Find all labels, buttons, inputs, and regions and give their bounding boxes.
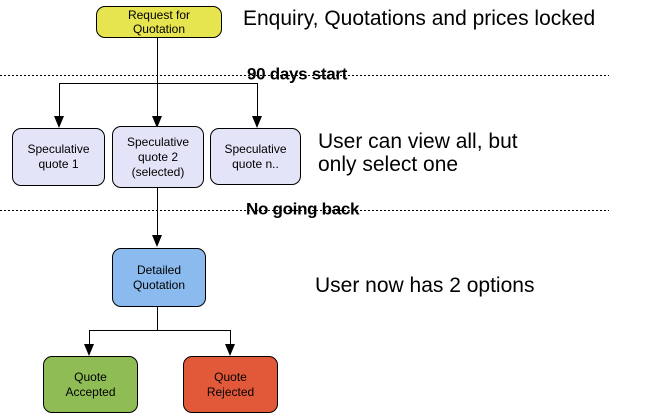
node-label: Quote Rejected	[206, 369, 255, 399]
connector-drop-accepted	[89, 330, 90, 344]
node-label: Speculative quote n..	[224, 141, 287, 171]
node-detailed-quotation: Detailed Quotation	[112, 248, 206, 307]
divider-label-90-days: 90 days start	[247, 64, 348, 84]
divider-line-no-going-back	[0, 210, 609, 211]
branch-line-outcome	[89, 330, 231, 331]
arrowhead-detailed-icon	[152, 235, 162, 247]
node-quote-accepted: Quote Accepted	[43, 356, 138, 413]
arrowhead-spec2-icon	[152, 116, 162, 128]
branch-line-speculative	[59, 83, 258, 84]
annotation-two-options: User now has 2 options	[315, 274, 535, 297]
node-label: Detailed Quotation	[132, 262, 186, 292]
arrowhead-accepted-icon	[84, 344, 94, 356]
connector-drop-specn	[257, 83, 258, 116]
node-label: Speculative quote 1	[27, 142, 90, 171]
divider-line-90-days	[0, 75, 609, 76]
node-label: Request for Quotation	[127, 8, 191, 36]
connector-spec2-to-detailed	[157, 186, 158, 235]
connector-drop-rejected	[230, 330, 231, 344]
node-label: Quote Accepted	[65, 369, 116, 399]
node-speculative-quote-2-selected: Speculative quote 2 (selected)	[112, 126, 204, 188]
connector-request-to-branch	[157, 38, 158, 83]
arrowhead-rejected-icon	[225, 344, 235, 356]
node-request-for-quotation: Request for Quotation	[96, 6, 222, 38]
divider-label-no-going-back: No going back	[246, 199, 360, 219]
node-speculative-quote-1: Speculative quote 1	[12, 128, 105, 186]
node-label: Speculative quote 2 (selected)	[126, 134, 190, 179]
connector-drop-spec2	[157, 83, 158, 116]
arrowhead-specn-icon	[252, 116, 262, 128]
node-speculative-quote-n: Speculative quote n..	[210, 128, 301, 185]
annotation-prices-locked: Enquiry, Quotations and prices locked	[243, 7, 596, 30]
node-quote-rejected: Quote Rejected	[183, 356, 278, 413]
arrowhead-spec1-icon	[54, 116, 64, 128]
connector-drop-spec1	[59, 83, 60, 116]
connector-detailed-to-branch	[157, 307, 158, 330]
annotation-view-all: User can view all, but only select one	[318, 130, 518, 176]
